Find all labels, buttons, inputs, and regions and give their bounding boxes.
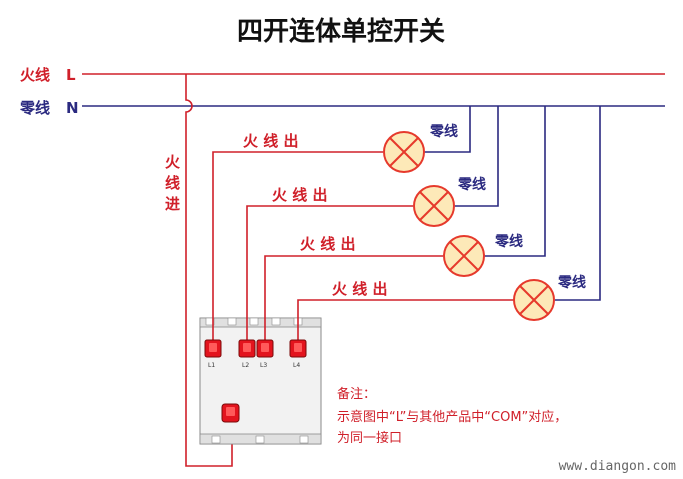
diagram-title: 四开连体单控开关 <box>237 17 445 47</box>
terminal-l1 <box>204 339 222 358</box>
terminal-l2 <box>238 339 256 358</box>
live-out-label-3: 火 线 出 <box>300 235 355 253</box>
neutral-label-1: 零线 <box>429 123 458 140</box>
live-in-wire <box>185 74 233 467</box>
note-line-1: 示意图中“L”与其他产品中“COM”对应， <box>337 409 567 425</box>
lamp-icon <box>513 279 555 321</box>
terminal-label-l3: L3 <box>260 362 267 369</box>
neutral-wire-2 <box>455 106 499 207</box>
switch-module <box>199 317 322 445</box>
live-in-label-2: 线 <box>165 174 180 192</box>
live-out-wire-1 <box>212 151 383 342</box>
lamp-icon <box>413 185 455 227</box>
neutral-label-2: 零线 <box>457 176 486 193</box>
note-heading: 备注： <box>337 386 376 402</box>
neutral-bus-label: 零线 <box>19 99 50 117</box>
live-in-label-3: 进 <box>165 195 180 213</box>
live-bus-label: 火线 <box>20 66 50 84</box>
terminal-common <box>221 403 240 423</box>
neutral-bus-letter: N <box>66 99 79 117</box>
neutral-label-3: 零线 <box>494 233 523 250</box>
watermark: www.diangon.com <box>559 459 677 474</box>
terminal-label-l1: L1 <box>208 362 215 369</box>
lamp-icon <box>383 131 425 173</box>
neutral-wire-3 <box>484 106 546 257</box>
neutral-wire-4 <box>555 106 601 301</box>
live-out-label-1: 火 线 出 <box>243 132 298 150</box>
neutral-wire-1 <box>424 106 471 153</box>
live-in-label-1: 火 <box>165 153 181 171</box>
terminal-label-l2: L2 <box>242 362 249 369</box>
live-out-label-2: 火 线 出 <box>272 186 327 204</box>
live-out-label-4: 火 线 出 <box>332 280 387 298</box>
lamp-icon <box>443 235 485 277</box>
terminal-label-l4: L4 <box>293 362 300 369</box>
terminal-l4 <box>289 339 307 358</box>
note-line-2: 为同一接口 <box>337 430 402 446</box>
live-bus-letter: L <box>66 66 76 84</box>
neutral-label-4: 零线 <box>557 274 586 291</box>
live-out-wire-2 <box>246 205 413 342</box>
live-out-wire-4 <box>297 299 514 342</box>
terminal-l3 <box>256 339 274 358</box>
live-out-wire-3 <box>264 255 443 342</box>
